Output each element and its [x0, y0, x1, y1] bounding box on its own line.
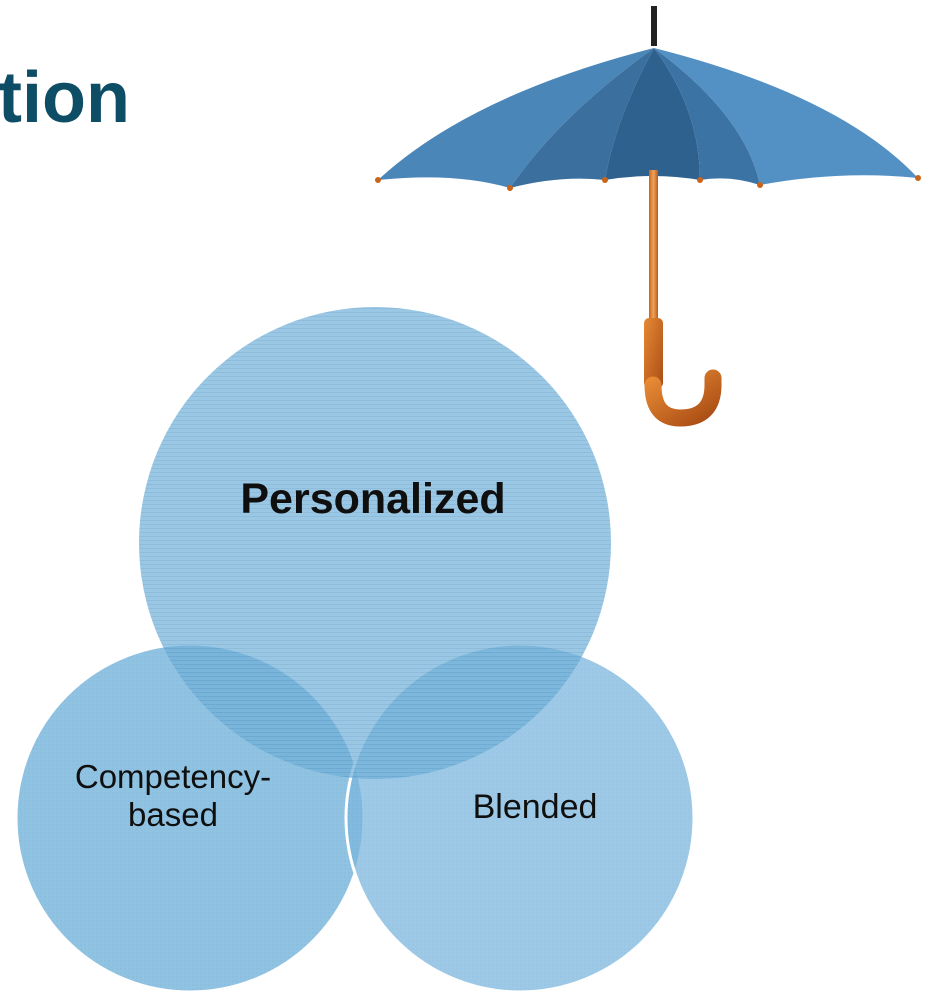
umbrella-rib-tip: [697, 177, 703, 183]
umbrella-image: [375, 6, 921, 427]
umbrella-rib-tip: [375, 177, 381, 183]
blended-label: Blended: [472, 788, 598, 826]
umbrella-rib-tip: [915, 175, 921, 181]
competency-label: Competency- based: [43, 758, 303, 834]
umbrella-panel: [654, 48, 918, 185]
umbrella-panel: [605, 48, 700, 180]
personalized-circle: [139, 307, 611, 779]
umbrella-tip: [651, 6, 657, 46]
umbrella-rib-tip: [602, 177, 608, 183]
umbrella-grip: [644, 318, 663, 388]
umbrella-shaft: [649, 170, 658, 325]
umbrella-hook: [644, 369, 722, 427]
slide-title: tion: [0, 58, 130, 138]
umbrella-panel: [654, 48, 760, 185]
personalized-label: Personalized: [240, 475, 506, 523]
umbrella-rib-tip: [507, 185, 513, 191]
competency-label-line-1: Competency-: [74, 758, 272, 795]
umbrella-panel: [378, 48, 654, 188]
umbrella-panel: [510, 48, 654, 188]
umbrella-rib-tip: [757, 182, 763, 188]
competency-label-line-2: based: [128, 796, 218, 833]
